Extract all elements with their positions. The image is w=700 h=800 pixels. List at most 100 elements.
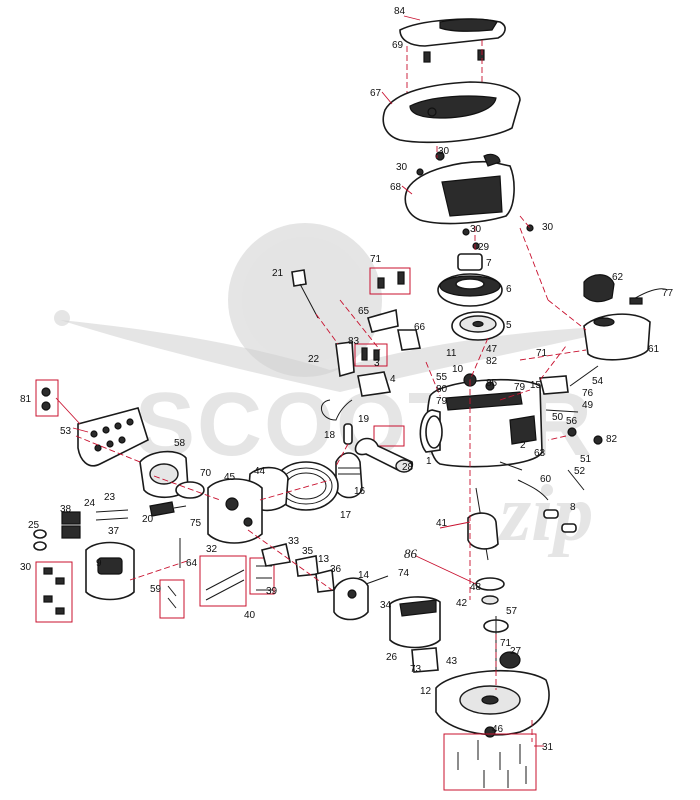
callout-label: 52 (574, 466, 586, 477)
callout-label: 30 (470, 224, 482, 235)
part-fuel-cap (583, 274, 615, 303)
part-top-cover (399, 18, 506, 47)
callout-label: 73 (410, 664, 422, 675)
part-head-bolts (159, 538, 275, 619)
part-muffler (139, 450, 189, 499)
callout-label: 22 (308, 354, 320, 365)
callout-label: 61 (648, 344, 660, 355)
callout-label: 13 (318, 554, 330, 565)
callout-label: 82 (606, 434, 618, 445)
callout-label: 64 (186, 558, 198, 569)
callout-label: 19 (358, 414, 370, 425)
callout-label: 36 (330, 564, 342, 575)
callout-label: 23 (104, 492, 116, 503)
part-crankcase-cover (435, 669, 550, 738)
callout-label: 70 (200, 468, 212, 479)
part-throttle-lever (321, 343, 392, 421)
callout-label: 26 (386, 652, 398, 663)
callout-label: 46 (492, 724, 504, 735)
part-flywheel (437, 242, 503, 307)
part-misc-hardware (499, 427, 603, 533)
callout-label: 86 (404, 546, 418, 561)
callout-label: 42 (456, 598, 468, 609)
part-ignition-coil (367, 267, 421, 351)
callout-label: 30 (20, 562, 32, 573)
callout-label: 77 (662, 288, 674, 299)
callout-label: 32 (206, 544, 218, 555)
callout-label: 62 (612, 272, 624, 283)
part-bolt-set-31 (443, 733, 537, 791)
callout-label: 48 (470, 582, 482, 593)
part-dipstick (291, 269, 355, 378)
callout-label: 84 (394, 6, 406, 17)
callout-label: 7 (486, 258, 492, 269)
part-valve-parts (33, 509, 129, 551)
callout-label: 79 (436, 396, 448, 407)
callout-label: 66 (414, 322, 426, 333)
leader-lines (55, 15, 587, 747)
callout-label: 71 (536, 348, 548, 359)
callout-label: 81 (20, 394, 32, 405)
callout-label: 11 (446, 348, 457, 359)
callout-label: 56 (566, 416, 578, 427)
callout-label: 71 (500, 638, 512, 649)
callout-labels: 84 69 67 30 30 68 30 30 29 7 6 5 21 71 6… (20, 6, 674, 753)
callout-label: 43 (446, 656, 458, 667)
part-cylinder-head (175, 478, 263, 544)
callout-label: 54 (592, 376, 604, 387)
callout-label: 79 (514, 382, 526, 393)
callout-label: 80 (436, 384, 448, 395)
callout-label: 59 (150, 584, 162, 595)
callout-label: 31 (542, 742, 554, 753)
callout-label: 9 (96, 558, 102, 569)
callout-label: 1 (426, 456, 432, 467)
callout-label: 38 (60, 504, 72, 515)
callout-label: 29 (478, 242, 490, 253)
callout-label: 21 (272, 268, 284, 279)
callout-label: 6 (506, 284, 512, 295)
callout-label: 17 (340, 510, 352, 521)
callout-label: 45 (224, 472, 236, 483)
callout-label: 15 (530, 380, 542, 391)
part-crankcase (419, 373, 543, 468)
callout-label: 12 (420, 686, 432, 697)
callout-label: 83 (348, 336, 360, 347)
callout-label: 51 (580, 454, 592, 465)
callout-label: 34 (380, 600, 392, 611)
part-valve-cover (85, 541, 135, 601)
watermark-swoosh-icon (60, 320, 640, 392)
callout-label: 30 (396, 162, 408, 173)
callout-label: 10 (452, 364, 464, 375)
callout-label: 50 (552, 412, 564, 423)
callout-label: 5 (506, 320, 512, 331)
part-recoil-housing (404, 151, 534, 236)
callout-label: 67 (370, 88, 382, 99)
part-throttle-bracket (538, 365, 599, 413)
callout-label: 85 (486, 378, 498, 389)
callout-label: 49 (582, 400, 594, 411)
callout-label: 55 (436, 372, 448, 383)
callout-label: 40 (244, 610, 256, 621)
callout-label: 68 (390, 182, 402, 193)
callout-label: 20 (142, 514, 154, 525)
part-air-filter (389, 596, 441, 673)
callout-label: 53 (60, 426, 72, 437)
callout-label: 16 (354, 486, 366, 497)
callout-label: 24 (84, 498, 96, 509)
callout-label: 74 (398, 568, 410, 579)
callout-label: 18 (324, 430, 336, 441)
callout-label: 47 (486, 344, 498, 355)
callout-label: 65 (358, 306, 370, 317)
callout-label: 30 (438, 146, 450, 157)
callout-label: 27 (510, 646, 522, 657)
part-engine-shroud (382, 81, 521, 144)
callout-label: 60 (540, 474, 552, 485)
callout-label: 28 (402, 462, 414, 473)
callout-label: 63 (534, 448, 546, 459)
part-fuel-tank (583, 288, 669, 361)
callout-label: 69 (392, 40, 404, 51)
part-intake-gaskets (261, 543, 335, 593)
part-carburetor (333, 575, 389, 621)
callout-label: 39 (266, 586, 278, 597)
